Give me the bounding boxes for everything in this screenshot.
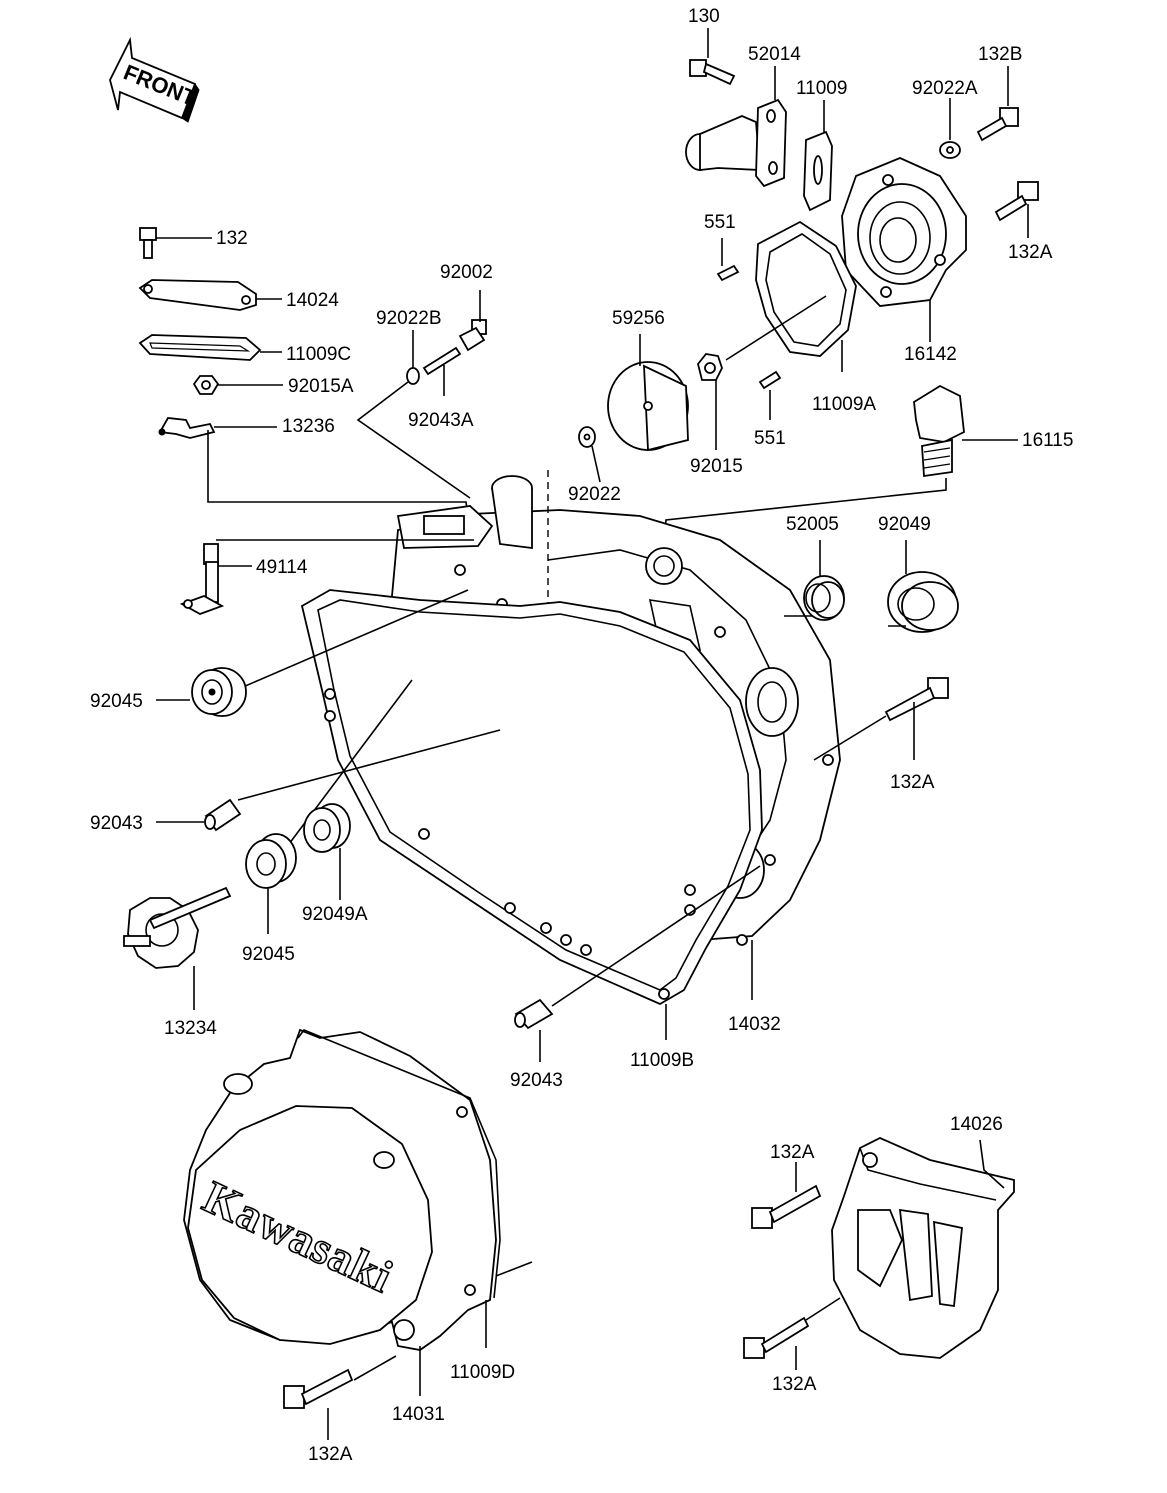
dowel-92043-lower [514,865,761,1062]
label-92045-lower: 92045 [242,944,295,965]
bearing-92045-lower [245,833,297,934]
label-16115: 16115 [1022,430,1073,451]
gasket-11009 [803,100,833,212]
pipe-52014 [685,66,787,188]
label-11009: 11009 [796,78,847,99]
label-92022b: 92022B [376,308,442,329]
gasket-11009c [138,334,282,361]
label-92002: 92002 [440,262,493,283]
bolt-132a-guard-upper [751,1162,822,1229]
label-14032: 14032 [728,1014,781,1035]
label-92015: 92015 [690,456,743,477]
label-551-lower: 551 [754,428,786,449]
pin-551-lower [758,370,782,420]
bolt-132b [976,66,1019,142]
bearing-92049a [303,803,351,900]
label-11009a: 11009A [812,394,876,415]
gasket-11009a [755,220,857,372]
label-92043-lower: 92043 [510,1070,563,1091]
bolt-132a-lower-left [283,1355,397,1440]
gasket-11009d [297,1029,533,1348]
guard-14026 [831,1137,1015,1359]
label-16142: 16142 [904,344,957,365]
pin-92043a [422,346,462,396]
label-132: 132 [216,228,248,249]
label-92022a: 92022A [912,78,978,99]
label-132a-pump: 132A [1008,242,1053,263]
dowel-92043-left [156,798,242,832]
label-132a-right: 132A [890,772,935,793]
label-132b: 132B [978,44,1022,65]
bolt-92002 [458,290,487,352]
nut-92015a [192,375,283,395]
bolt-130 [689,28,736,86]
front-arrow: FRONT [109,36,200,123]
label-13234: 13234 [164,1018,217,1039]
bearing-92045-upper [156,667,247,717]
bolt-132a-right [813,677,949,761]
seal-92049 [887,540,959,633]
label-49114: 49114 [256,557,308,578]
label-11009b: 11009B [630,1050,694,1071]
pin-551-upper [716,238,740,282]
label-92045-upper: 92045 [90,691,143,712]
gasket-11009b [235,589,776,1040]
label-52014: 52014 [748,44,801,65]
label-11009c: 11009C [286,344,351,365]
washer-92022a [939,98,961,159]
washer-92022b [356,330,471,499]
shaft-49114 [179,539,474,615]
label-132a-guard-upper: 132A [770,1142,815,1163]
gear-13234 [123,886,232,1010]
label-551-upper: 551 [704,212,736,233]
label-92049a: 92049A [302,904,368,925]
label-92043a: 92043A [408,410,474,431]
seal-52005 [784,540,845,621]
label-92043-left: 92043 [90,813,143,834]
impeller-59256 [607,334,689,452]
label-14024: 14024 [286,290,339,311]
generator-cover-14031: Kawasaki [183,1028,497,1396]
label-92015a: 92015A [288,376,354,397]
label-59256: 59256 [612,308,665,329]
bolt-132a-guard-lower [743,1297,841,1370]
nut-92015 [697,295,827,450]
washer-92022 [578,426,601,483]
label-14026: 14026 [950,1114,1003,1135]
label-52005: 52005 [786,514,839,535]
label-132a-lower-left: 132A [308,1444,353,1465]
label-92022: 92022 [568,484,621,505]
label-14031: 14031 [392,1404,445,1425]
label-92049: 92049 [878,514,931,535]
bolt-132a-pump [994,181,1039,238]
bolt-132 [139,227,212,259]
label-132a-guard-lower: 132A [772,1374,817,1395]
label-11009d: 11009D [450,1362,515,1383]
part-labels: 130 52014 132B 11009 92022A 132 551 132A… [90,6,1073,1465]
pump-cover-16142 [841,157,967,342]
cover-plate-14024 [138,279,282,311]
label-130: 130 [688,6,720,27]
label-13236: 13236 [282,416,335,437]
